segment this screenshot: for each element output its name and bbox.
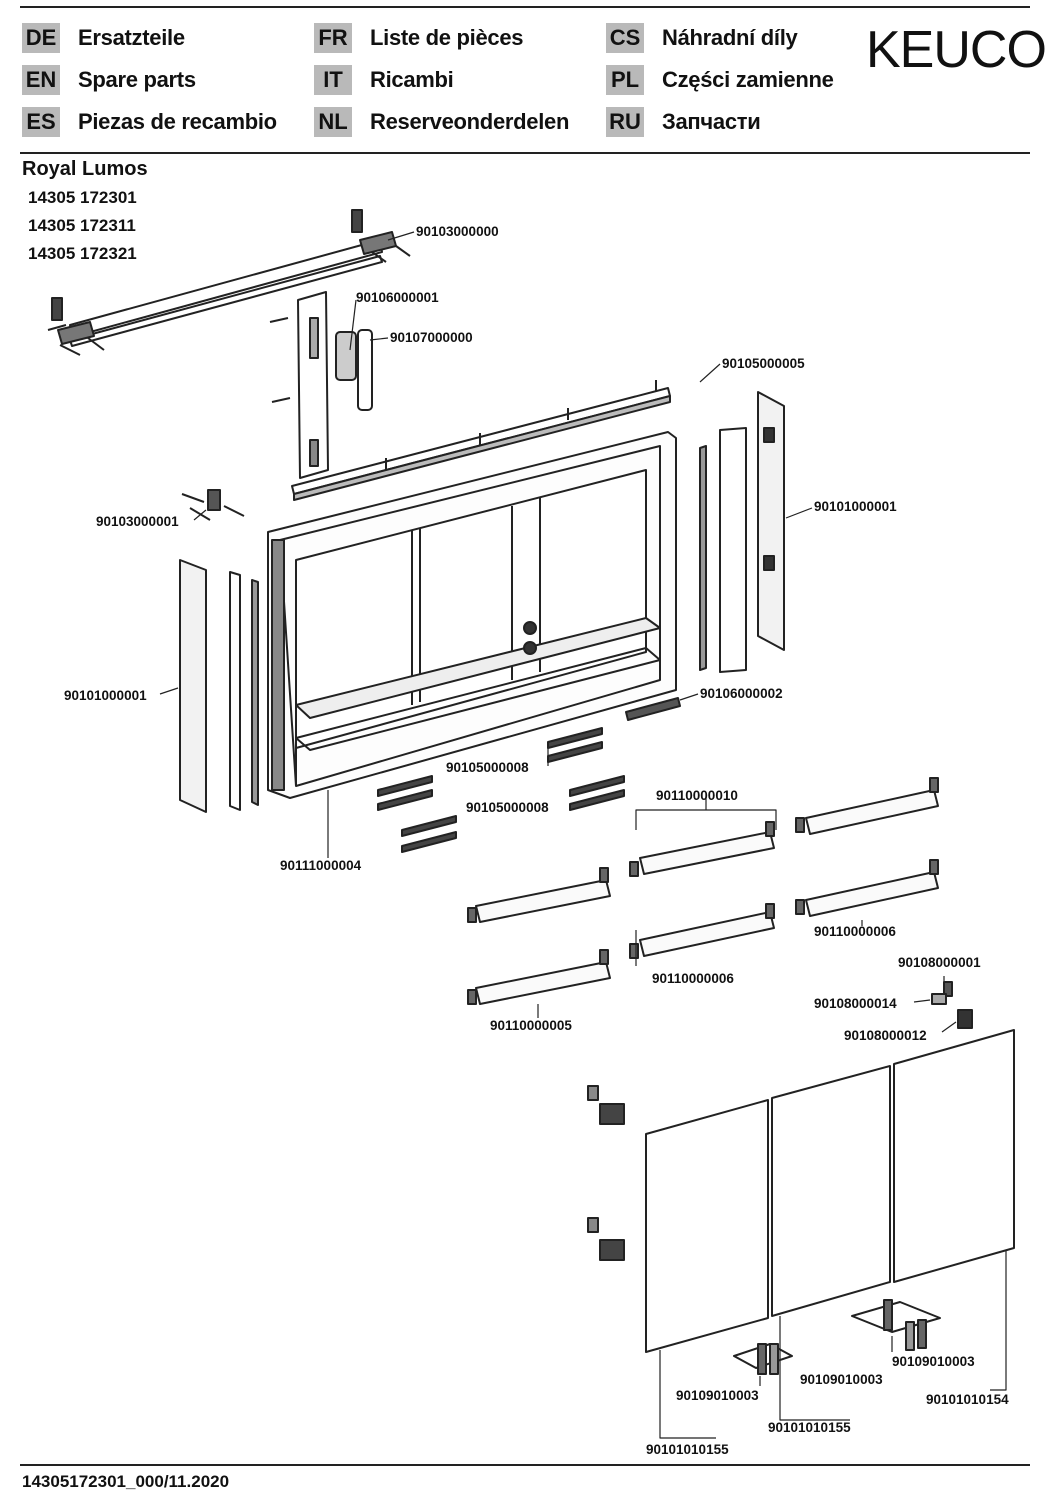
- bottom-led-module: [625, 697, 681, 721]
- footer-rule: [20, 1464, 1030, 1466]
- part-label-hinge-part-b: 90108000014: [814, 996, 897, 1011]
- part-label-cabinet-body: 90111000004: [280, 858, 362, 873]
- top-rail-assembly: [47, 209, 411, 356]
- lang-code-badge: IT: [314, 65, 352, 95]
- hinge-parts: [587, 981, 973, 1261]
- left-side-panel: [179, 559, 259, 813]
- lang-code-badge: EN: [22, 65, 60, 95]
- lang-name: Części zamienne: [662, 67, 834, 92]
- brand-logo: KEUCO: [866, 21, 1047, 79]
- lang-code-badge: RU: [606, 107, 644, 137]
- part-label-side-panel-right: 90101000001: [814, 499, 897, 514]
- part-label-top-rail-fixing: 90103000000: [416, 224, 499, 239]
- part-label-led-strip-a: 90105000008: [446, 760, 529, 775]
- lang-row-en: EN Spare parts: [22, 65, 196, 95]
- part-label-door-right: 90101010154: [926, 1392, 1009, 1407]
- lang-name: Ersatzteile: [78, 25, 185, 50]
- part-label-hinge-part-a: 90108000001: [898, 955, 981, 970]
- part-label-side-panel-left: 90101000001: [64, 688, 147, 703]
- lang-row-nl: NL Reserveonderdelen: [314, 107, 569, 137]
- lang-code-badge: PL: [606, 65, 644, 95]
- lang-name: Piezas de recambio: [78, 109, 277, 134]
- part-label-shelf-left-lower: 90110000005: [490, 1018, 572, 1033]
- lang-code-badge: CS: [606, 23, 644, 53]
- lang-row-it: IT Ricambi: [314, 65, 454, 95]
- lang-row-pl: PL Części zamienne: [606, 65, 834, 95]
- header-bottom-rule: [20, 152, 1030, 154]
- part-label-hinge-part-c: 90108000012: [844, 1028, 927, 1043]
- part-label-bottom-led: 90106000002: [700, 686, 783, 701]
- lang-code-badge: NL: [314, 107, 352, 137]
- led-strips: [377, 727, 625, 853]
- part-label-door-fitting-centre: 90109010003: [800, 1372, 883, 1387]
- lang-name: Liste de pièces: [370, 25, 524, 50]
- lang-name: Náhradní díly: [662, 25, 798, 50]
- cabinet-body: [267, 431, 677, 799]
- lang-name: Ricambi: [370, 67, 454, 92]
- side-fixing: [181, 489, 245, 521]
- glass-shelves: [467, 777, 939, 1005]
- lang-row-de: DE Ersatzteile: [22, 23, 185, 53]
- switch-cover: [335, 329, 373, 411]
- lang-name: Reserveonderdelen: [370, 109, 570, 134]
- door-fittings: [733, 1299, 941, 1375]
- part-label-top-light-strip: 90105000005: [722, 356, 805, 371]
- part-label-door-centre: 90101010155: [768, 1420, 851, 1435]
- part-label-power-module: 90106000001: [356, 290, 439, 305]
- part-label-door-fitting-right: 90109010003: [892, 1354, 975, 1369]
- mirror-doors: [645, 1029, 1015, 1353]
- lang-code-badge: DE: [22, 23, 60, 53]
- article-number: 14305 172311: [28, 216, 136, 235]
- part-label-shelf-right-lower: 90110000006: [814, 924, 896, 939]
- lang-row-fr: FR Liste de pièces: [314, 23, 524, 53]
- lang-name: Запчасти: [662, 109, 761, 134]
- lang-row-es: ES Piezas de recambio: [22, 107, 277, 137]
- part-label-door-left: 90101010155: [646, 1442, 729, 1457]
- part-label-led-strip-b: 90105000008: [466, 800, 549, 815]
- article-number: 14305 172321: [28, 244, 137, 263]
- document-code: 14305172301_000/11.2020: [22, 1472, 230, 1491]
- part-label-door-fitting-left: 90109010003: [676, 1388, 759, 1403]
- article-number: 14305 172301: [28, 188, 137, 207]
- lang-row-ru: RU Запчасти: [606, 107, 761, 137]
- top-light-strip: [291, 380, 671, 501]
- lang-name: Spare parts: [78, 67, 196, 92]
- lang-row-cs: CS Náhradní díly: [606, 23, 798, 53]
- product-title: Royal Lumos: [22, 158, 148, 180]
- header-top-rule: [20, 6, 1030, 8]
- part-label-glass-shelf-set: 90110000010: [656, 788, 738, 803]
- right-side-panel: [699, 391, 785, 673]
- part-label-side-fixing: 90103000001: [96, 514, 179, 529]
- leader-lines: [159, 231, 1007, 1439]
- lang-code-badge: ES: [22, 107, 60, 137]
- part-label-switch-cover: 90107000000: [390, 330, 473, 345]
- lang-code-badge: FR: [314, 23, 352, 53]
- part-label-shelf-centre-lower: 90110000006: [652, 971, 734, 986]
- power-module-panel: [269, 291, 329, 479]
